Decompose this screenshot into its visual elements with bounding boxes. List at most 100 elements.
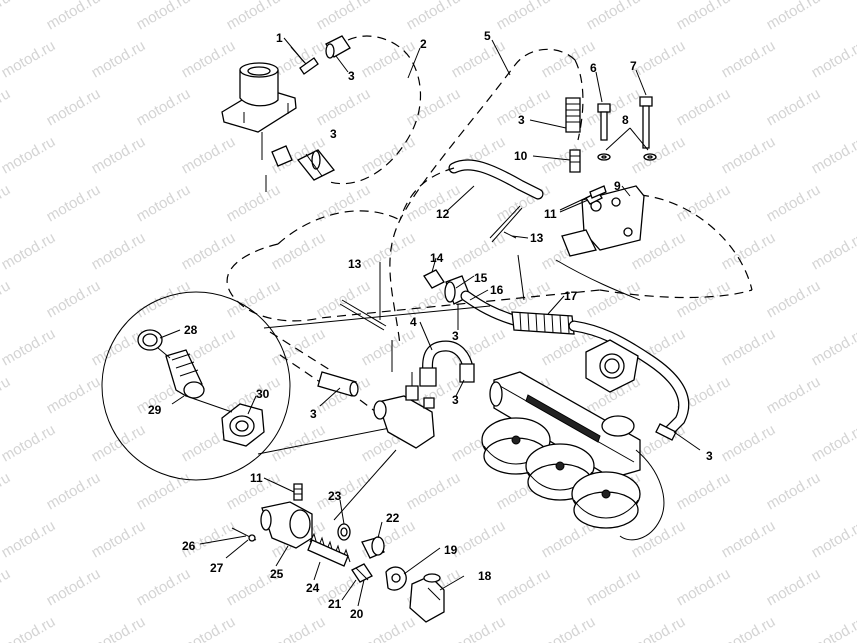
callout-label: 7 (630, 59, 637, 73)
watermark-text: motod.ru (44, 277, 104, 321)
watermark-text: motod.ru (809, 37, 857, 81)
watermark-text: motod.ru (0, 277, 13, 321)
watermark-text: motod.ru (179, 229, 239, 273)
watermark-text: motod.ru (0, 517, 58, 561)
watermark-text: motod.ru (449, 37, 509, 81)
tube-12 (399, 159, 544, 221)
callout-label: 17 (564, 289, 578, 303)
watermark-text: motod.ru (584, 0, 644, 33)
callout-label: 18 (478, 569, 492, 583)
watermark-text: motod.ru (0, 85, 13, 129)
watermark-text: motod.ru (0, 181, 13, 225)
watermark-text: motod.ru (269, 325, 329, 369)
watermark-text: motod.ru (359, 613, 419, 643)
watermark-text: motod.ru (359, 229, 419, 273)
callout-label: 2 (420, 37, 427, 51)
watermark-text: motod.ru (314, 181, 374, 225)
watermark-text: motod.ru (89, 613, 149, 643)
callout-labels: 1 2 3 5 6 7 3 8 3 10 9 12 11 13 14 13 15… (148, 29, 713, 621)
watermark-text: motod.ru (539, 133, 599, 177)
callout-label: 15 (474, 271, 488, 285)
exhaust-manifold (489, 339, 641, 479)
watermark-text: motod.ru (44, 181, 104, 225)
watermark-text: motod.ru (764, 85, 824, 129)
watermark-text: motod.ru (0, 229, 58, 273)
watermark-text: motod.ru (719, 421, 779, 465)
watermark-text: motod.ru (89, 421, 149, 465)
watermark-text: motod.ru (809, 613, 857, 643)
callout-label: 3 (310, 407, 317, 421)
callout-label: 16 (490, 283, 504, 297)
elbow-hose-4 (419, 340, 475, 387)
callout-label: 26 (182, 539, 196, 553)
watermark-text: motod.ru (314, 85, 374, 129)
callout-label: 19 (444, 543, 458, 557)
watermark-text: motod.ru (809, 517, 857, 561)
watermark-text: motod.ru (314, 277, 374, 321)
watermark-text: motod.ru (584, 565, 644, 609)
upper-fitting-assembly (221, 35, 422, 192)
watermark-text: motod.ru (404, 181, 464, 225)
callout-label: 9 (614, 179, 621, 193)
callout-label: 13 (348, 257, 362, 271)
watermark-text: motod.ru (719, 229, 779, 273)
watermark-text: motod.ru (269, 421, 329, 465)
watermark-text: motod.ru (494, 565, 554, 609)
watermark-text: motod.ru (134, 0, 194, 33)
watermark-text: motod.ru (134, 85, 194, 129)
callout-label: 3 (452, 329, 459, 343)
watermark-text: motod.ru (674, 277, 734, 321)
callout-label: 30 (256, 387, 270, 401)
watermark-text: motod.ru (449, 517, 509, 561)
watermark-text: motod.ru (809, 325, 857, 369)
callout-label: 8 (622, 113, 629, 127)
callout-label: 13 (530, 231, 544, 245)
watermark-text: motod.ru (89, 325, 149, 369)
watermark-text: motod.ru (134, 277, 194, 321)
callout-label: 6 (590, 61, 597, 75)
watermark-text: motod.ru (44, 0, 104, 33)
watermark-text: motod.ru (314, 469, 374, 513)
watermark-text: motod.ru (719, 517, 779, 561)
watermark-text: motod.ru (629, 133, 689, 177)
callout-label: 22 (386, 511, 400, 525)
watermark-text: motod.ru (0, 421, 58, 465)
callout-label: 5 (484, 29, 491, 43)
watermark-text: motod.ru (674, 469, 734, 513)
watermark-text: motod.ru (764, 181, 824, 225)
callout-label: 11 (250, 471, 263, 485)
clip-13-upper (489, 205, 525, 301)
watermark-text: motod.ru (134, 565, 194, 609)
leader-lines (159, 37, 701, 607)
watermark-text: motod.ru (0, 373, 13, 417)
watermark-text: motod.ru (89, 229, 149, 273)
watermark-text: motod.ru (359, 133, 419, 177)
watermark-text: motod.ru (0, 325, 58, 369)
watermark-text: motod.ru (269, 229, 329, 273)
watermark-text: motod.ru (89, 37, 149, 81)
watermark-text: motod.ru (0, 565, 13, 609)
callout-label: 3 (330, 127, 337, 141)
mounting-bracket-assembly (555, 96, 657, 301)
watermark-text: motod.ru (809, 229, 857, 273)
watermark-text: motod.ru (674, 85, 734, 129)
callout-label: 25 (270, 567, 284, 581)
watermark-text: motod.ru (764, 0, 824, 33)
watermark-text: motod.ru (89, 133, 149, 177)
watermark-text: motod.ru (764, 373, 824, 417)
watermark-text: motod.ru (0, 469, 13, 513)
watermark-text: motod.ru (404, 469, 464, 513)
watermark-text: motod.ru (764, 469, 824, 513)
watermark-text: motod.ru (404, 85, 464, 129)
watermark-text: motod.ru (44, 85, 104, 129)
watermark-text: motod.ru (0, 37, 58, 81)
callout-label: 3 (706, 449, 713, 463)
watermark-text: motod.ru (719, 133, 779, 177)
watermark-text: motod.ru (179, 133, 239, 177)
watermark-text: motod.ru (404, 0, 464, 33)
callout-label: 14 (430, 251, 444, 265)
callout-label: 3 (452, 393, 459, 407)
watermark-text: motod.ru (359, 325, 419, 369)
watermark-text: motod.ru (719, 37, 779, 81)
